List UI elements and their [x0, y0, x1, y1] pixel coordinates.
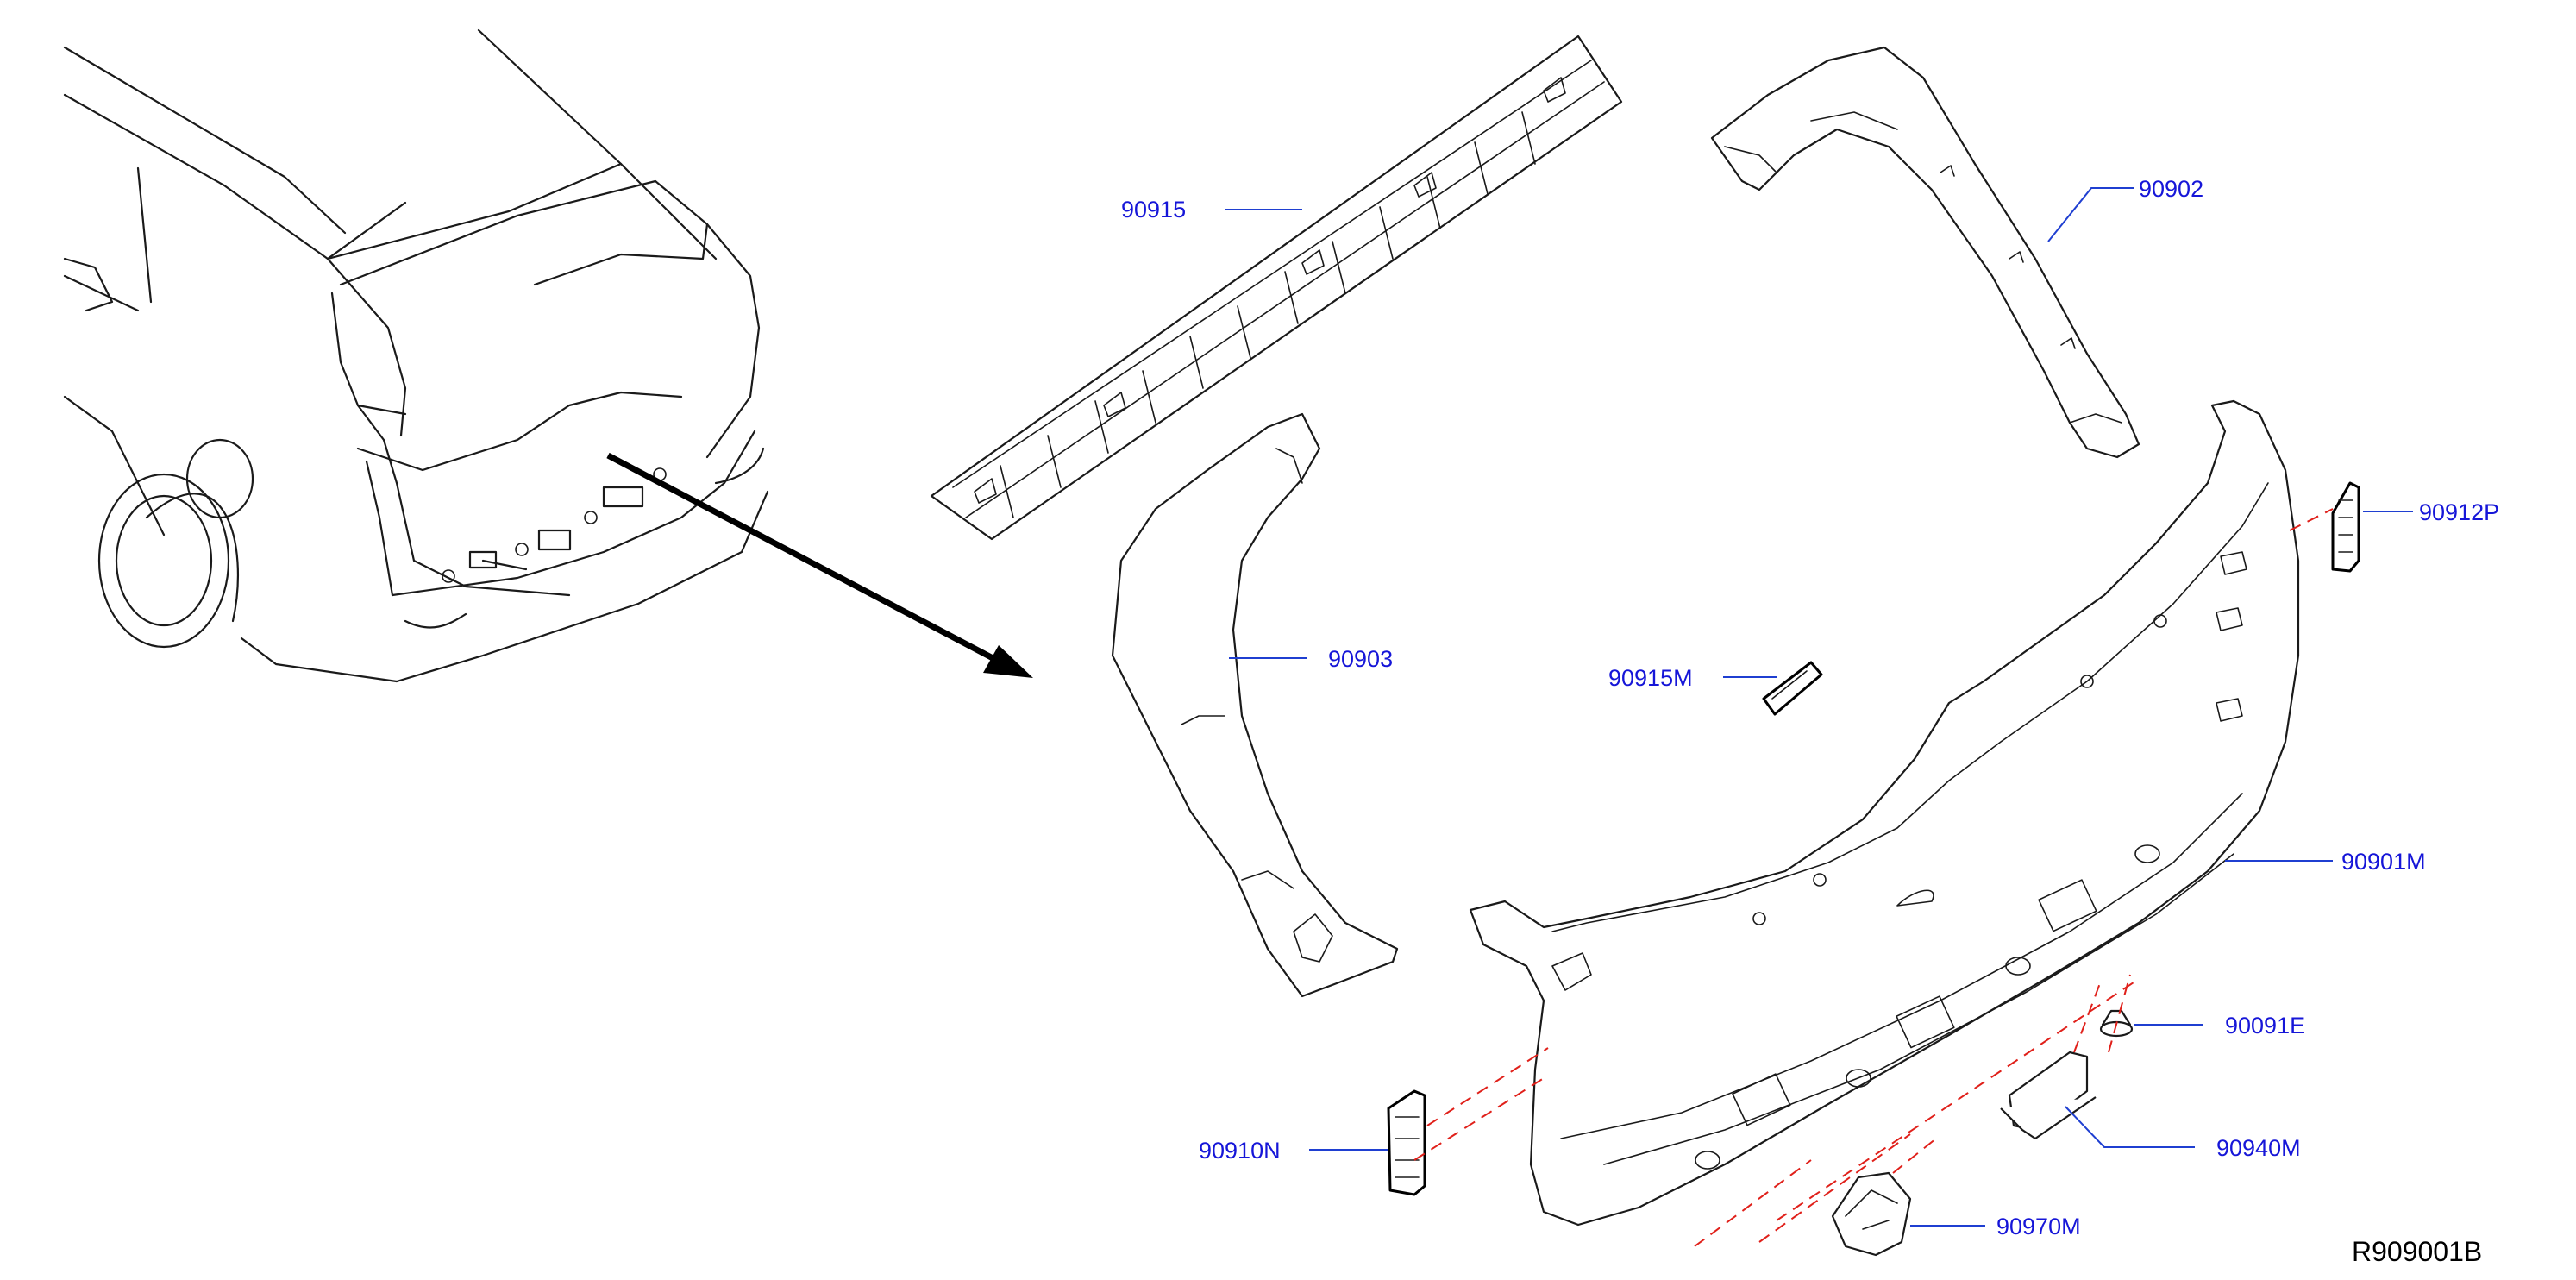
callout-90902[interactable]: 90902 [2139, 176, 2204, 202]
callout-90915[interactable]: 90915 [1121, 197, 1187, 223]
direction-arrow-head [983, 645, 1033, 678]
vehicle-rear-illustration [63, 28, 1033, 683]
callout-90912P[interactable]: 90912P [2419, 499, 2500, 525]
callout-90910N[interactable]: 90910N [1199, 1138, 1281, 1164]
callout-90901M[interactable]: 90901M [2341, 849, 2426, 875]
part-90910N-bracket [1387, 1089, 1426, 1196]
callout-90940M[interactable]: 90940M [2216, 1135, 2301, 1161]
part-90901M-backdoor-trim [1469, 399, 2300, 1227]
part-90940M-cover [2000, 1051, 2097, 1140]
leader-90940M [2065, 1106, 2195, 1148]
callout-90903[interactable]: 90903 [1328, 646, 1394, 672]
diagram-code: R909001B [2352, 1236, 2483, 1267]
part-90970M-switch [1831, 1171, 1912, 1257]
part-90915M-clip [1762, 661, 1823, 716]
direction-arrow-line [606, 452, 998, 663]
installation-dashed-lines [1413, 508, 2334, 1247]
callout-90970M[interactable]: 90970M [1996, 1214, 2081, 1239]
part-90903-pillar [1111, 412, 1399, 998]
part-90902-pillar [1710, 46, 2140, 459]
leader-90902 [2047, 187, 2134, 242]
part-90912P-bracket [2331, 481, 2360, 573]
part-90915-strip [930, 35, 1623, 541]
callout-90915M[interactable]: 90915M [1608, 665, 1693, 691]
callout-90091E[interactable]: 90091E [2225, 1013, 2306, 1038]
